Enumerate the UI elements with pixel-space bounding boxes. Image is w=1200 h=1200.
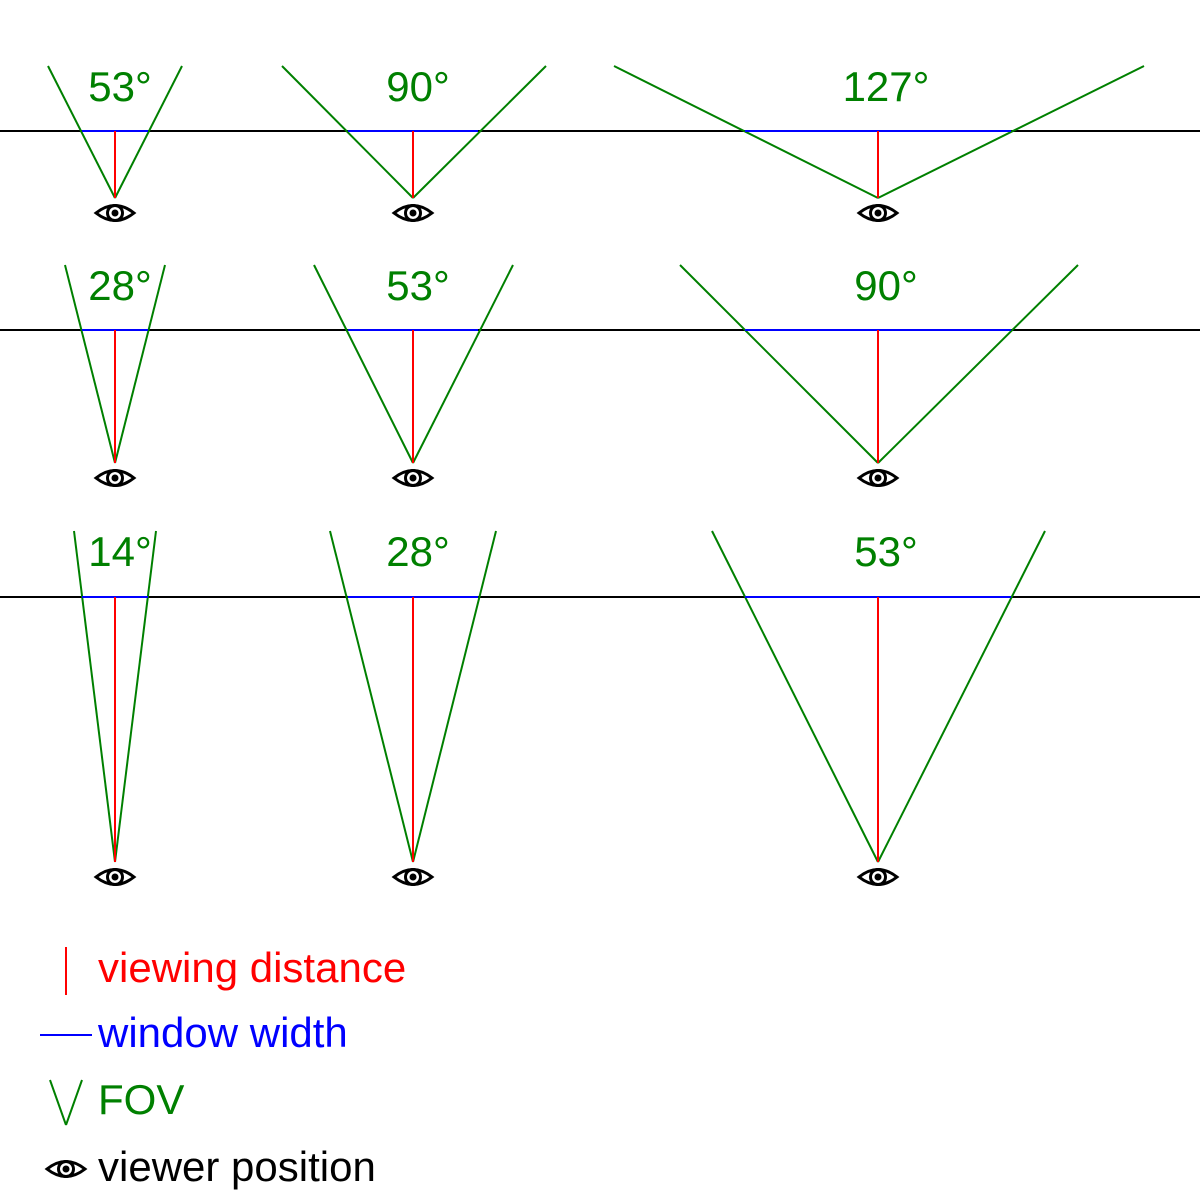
fov-line-right xyxy=(412,530,497,863)
legend-item-viewer-position: viewer position xyxy=(45,1143,376,1190)
fov-line-right xyxy=(114,530,157,863)
fov-line-left xyxy=(711,530,879,863)
fov-angle-label: 28° xyxy=(386,528,450,575)
fov-line-right xyxy=(114,264,166,464)
fov-line-left xyxy=(64,264,116,464)
eye-icon xyxy=(94,868,136,886)
fov-line-left xyxy=(47,65,116,199)
fov-line-right xyxy=(114,65,183,199)
fov-angle-label: 127° xyxy=(843,63,930,110)
fov-angle-label: 53° xyxy=(854,528,918,575)
fov-angle-label: 14° xyxy=(88,528,152,575)
fov-line-left xyxy=(281,65,414,199)
fov-angle-label: 90° xyxy=(854,262,918,309)
legend-item-window-width: window width xyxy=(40,1009,348,1056)
fov-line-left xyxy=(313,264,414,464)
fov-swatch-right xyxy=(65,1079,83,1126)
row-1: 53° 90° 127° xyxy=(0,63,1200,222)
fov-line-right xyxy=(412,264,514,464)
eye-icon xyxy=(392,868,434,886)
eye-icon xyxy=(857,204,899,222)
row-2: 28° 53° 90° xyxy=(0,262,1200,487)
fov-line-right xyxy=(412,65,547,199)
eye-icon xyxy=(94,469,136,487)
legend: viewing distance window width FOV viewer… xyxy=(40,944,406,1190)
fov-line-right xyxy=(877,530,1046,863)
legend-label-window-width: window width xyxy=(97,1009,348,1056)
fov-line-left xyxy=(73,530,116,863)
legend-item-fov: FOV xyxy=(49,1076,184,1126)
legend-label-fov: FOV xyxy=(98,1076,184,1123)
panel-53-deg-row1: 53° xyxy=(47,63,183,222)
fov-line-left xyxy=(679,264,879,464)
eye-icon xyxy=(94,204,136,222)
eye-icon xyxy=(45,1160,87,1178)
legend-label-viewer-position: viewer position xyxy=(98,1143,376,1190)
eye-icon xyxy=(857,868,899,886)
fov-angle-label: 28° xyxy=(88,262,152,309)
row-3: 14° 28° 53° xyxy=(0,528,1200,886)
fov-swatch-left xyxy=(49,1079,67,1126)
eye-icon xyxy=(392,469,434,487)
panel-28-deg-row3: 28° xyxy=(329,528,497,886)
fov-angle-label: 53° xyxy=(88,63,152,110)
legend-label-viewing-distance: viewing distance xyxy=(98,944,406,991)
panel-14-deg-row3: 14° xyxy=(73,528,157,886)
panel-127-deg-row1: 127° xyxy=(613,63,1145,222)
panel-53-deg-row3: 53° xyxy=(711,528,1046,886)
fov-angle-label: 90° xyxy=(386,63,450,110)
fov-angle-label: 53° xyxy=(386,262,450,309)
legend-item-viewing-distance: viewing distance xyxy=(65,944,406,995)
eye-icon xyxy=(857,469,899,487)
fov-line-right xyxy=(877,264,1079,464)
panel-28-deg-row2: 28° xyxy=(64,262,166,487)
panel-53-deg-row2: 53° xyxy=(313,262,514,487)
fov-line-left xyxy=(329,530,414,863)
eye-icon xyxy=(392,204,434,222)
panel-90-deg-row2: 90° xyxy=(679,262,1079,487)
panel-90-deg-row1: 90° xyxy=(281,63,547,222)
